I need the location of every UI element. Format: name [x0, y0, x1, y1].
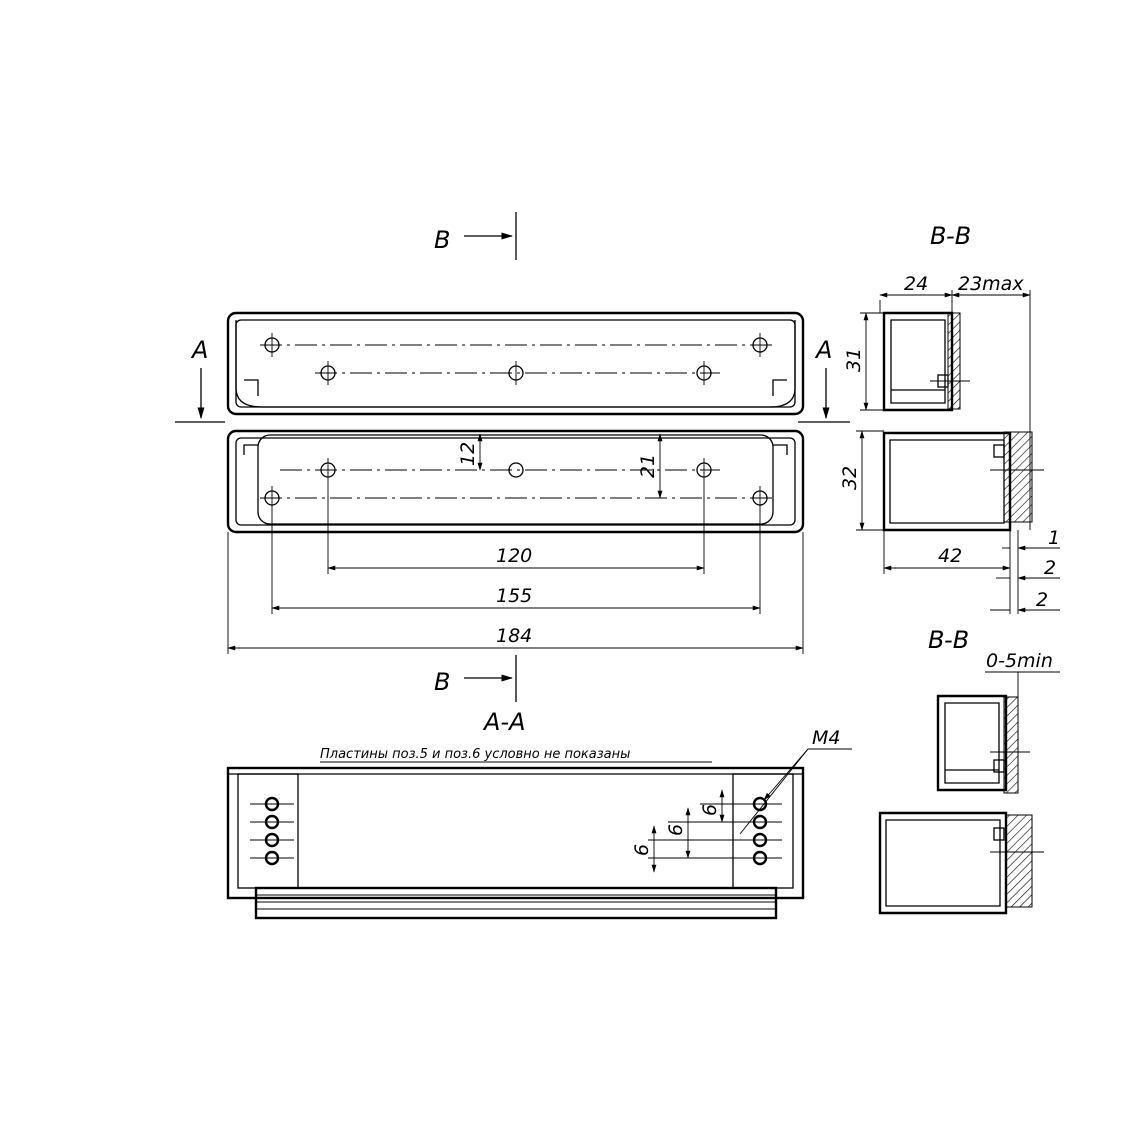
top-view-lower — [226, 429, 805, 654]
top-view-upper — [226, 311, 805, 416]
dim-21: 21 — [637, 454, 659, 478]
thread-label: M4 — [812, 727, 840, 749]
view-title-bb-mid: B-B — [928, 626, 969, 654]
dim-2-a: 2 — [1044, 557, 1056, 579]
dim-0-5min: 0-5min — [986, 650, 1053, 672]
dim-2-b: 2 — [1036, 589, 1048, 611]
note-text: Пластины поз.5 и поз.6 условно не показа… — [320, 747, 630, 762]
view-title-bb-top: B-B — [930, 222, 971, 250]
dim-23max: 23max — [958, 273, 1024, 295]
dim-6-b: 6 — [665, 824, 687, 836]
dim-42: 42 — [938, 545, 962, 567]
section-bb-upper — [856, 290, 1060, 614]
dim-32: 32 — [839, 466, 861, 490]
section-marks — [175, 212, 850, 702]
dim-184: 184 — [496, 625, 532, 647]
view-title-aa: A-A — [482, 708, 526, 736]
section-aa — [226, 748, 852, 920]
dim-120: 120 — [496, 545, 532, 567]
section-mark-a-left: A — [190, 336, 208, 364]
dim-1: 1 — [1048, 527, 1060, 549]
dim-31: 31 — [843, 348, 865, 372]
section-mark-b-top: B — [434, 226, 450, 254]
dim-6-c: 6 — [631, 844, 653, 856]
dim-24: 24 — [904, 273, 928, 295]
dim-6-a: 6 — [699, 804, 721, 816]
section-mark-b-bottom: B — [434, 668, 450, 696]
dim-12: 12 — [457, 442, 479, 466]
section-bb-lower — [878, 671, 1060, 915]
section-mark-a-right: A — [814, 336, 832, 364]
dim-155: 155 — [496, 585, 532, 607]
